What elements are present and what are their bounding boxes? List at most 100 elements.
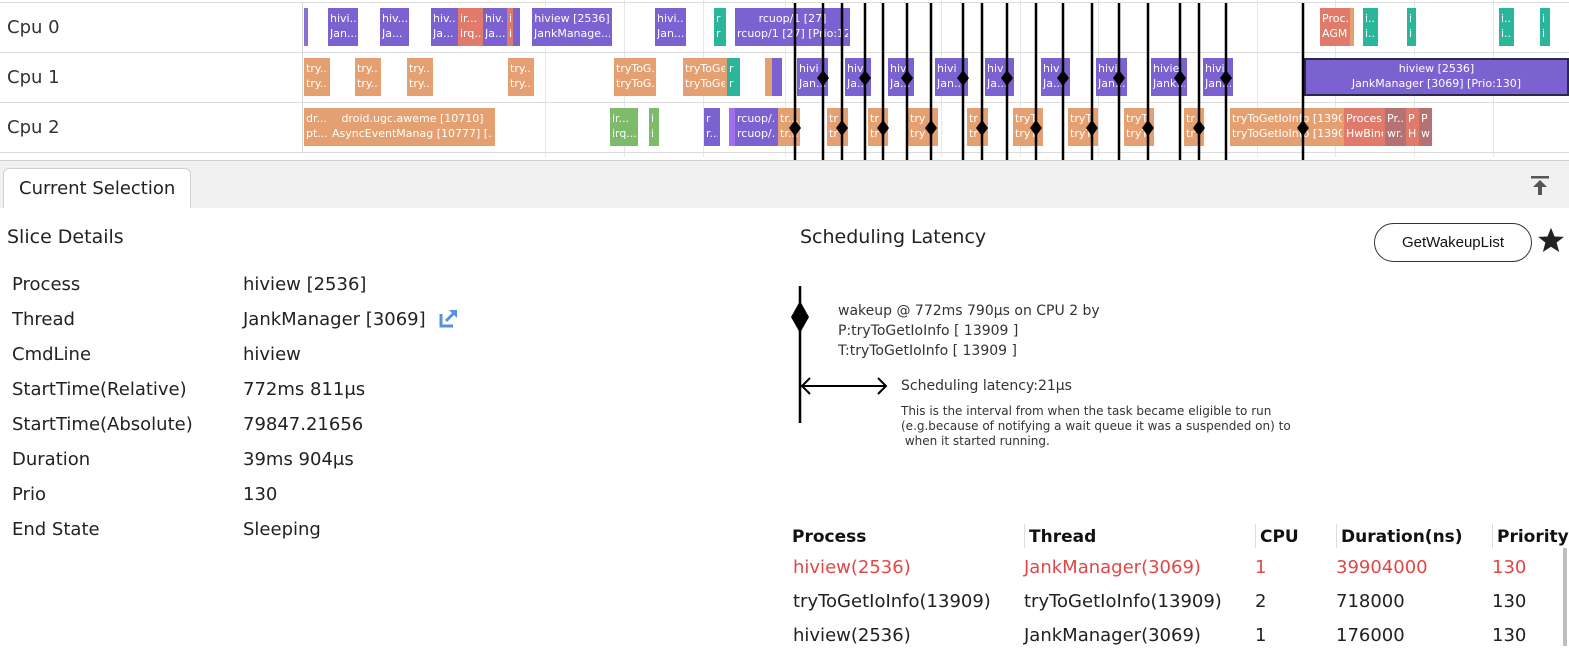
thread-slice[interactable]: rcuop/...rcuop/... <box>735 108 778 146</box>
thread-slice[interactable]: hiv...Ja... <box>483 8 507 46</box>
thread-slice[interactable]: dr...pt... <box>304 108 330 146</box>
cpu-row-0[interactable]: Cpu 0 hivi...Jan...hiv...Ja...hiv...Ja..… <box>0 3 1569 53</box>
slice-thread-label: i <box>1542 27 1546 40</box>
thread-slice[interactable]: hiv...Ja... <box>431 8 458 46</box>
thread-slice[interactable]: droid.ugc.aweme [10710]AsyncEventManag [… <box>330 108 495 146</box>
thread-slice[interactable]: tryToG...tryToG... <box>614 58 656 96</box>
thread-slice[interactable] <box>772 58 782 96</box>
thread-slice[interactable]: hivi...Jan... <box>328 8 358 46</box>
external-link-icon[interactable] <box>439 305 459 340</box>
thread-slice[interactable] <box>729 108 735 146</box>
column-header-duration[interactable]: Duration(ns) <box>1341 527 1463 547</box>
star-icon[interactable] <box>1537 226 1565 254</box>
cpu-row-2[interactable]: Cpu 2 dr...pt...droid.ugc.aweme [10710]A… <box>0 103 1569 153</box>
slice-process-label: tr <box>969 112 978 125</box>
thread-slice[interactable]: ir...irq... <box>458 8 483 46</box>
column-header-thread[interactable]: Thread <box>1029 527 1097 547</box>
slice-process-label: hivi <box>1205 62 1225 75</box>
collapse-to-top-icon[interactable] <box>1529 173 1551 197</box>
column-resizer[interactable] <box>1024 524 1025 548</box>
column-resizer[interactable] <box>1336 524 1337 548</box>
slice-process-label: r <box>706 112 711 125</box>
slice-process-label: hivi <box>937 62 957 75</box>
thread-slice[interactable]: Pr...wr... <box>1385 108 1406 146</box>
thread-slice[interactable]: hiv...Ja... <box>380 8 409 46</box>
thread-slice[interactable]: Proces... HwBind... <box>1344 108 1385 146</box>
cpu-row-1[interactable]: Cpu 1 try...try...try...try...try...try.… <box>0 53 1569 103</box>
thread-slice[interactable]: tryToGe...tryToGe... <box>683 58 727 96</box>
thread-slice[interactable]: i...i... <box>1499 8 1514 46</box>
slice-thread-label: try... <box>306 77 328 90</box>
thread-slice[interactable]: try...try... <box>355 58 381 96</box>
thread-slice[interactable]: rcuop/1 [27]rcuop/1 [27] [Prio:12... <box>735 8 850 46</box>
column-header-process[interactable]: Process <box>792 527 867 547</box>
slice-process-label: Proces... <box>1346 112 1383 125</box>
table-row[interactable]: hiview(2536) JankManager(3069) 1 176000 … <box>780 619 1569 653</box>
cpu-timeline[interactable]: Cpu 0 hivi...Jan...hiv...Ja...hiv...Ja..… <box>0 0 1569 160</box>
slice-process-label: rcuop/... <box>737 112 776 125</box>
thread-slice[interactable]: tryToGetIoInfo [13909...tryToGetIoInfo [… <box>1230 108 1344 146</box>
thread-slice[interactable]: try...try... <box>508 58 534 96</box>
slice-thread-label: HwBind... <box>1346 127 1383 140</box>
table-scrollbar[interactable] <box>1563 548 1567 646</box>
detail-row-cmdline: CmdLine hiview <box>12 337 772 372</box>
thread-slice[interactable]: ir...irq... <box>610 108 638 146</box>
wakeup-info-line1: wakeup @ 772ms 790μs on CPU 2 by <box>838 303 1100 319</box>
column-resizer[interactable] <box>1255 524 1256 548</box>
thread-slice[interactable]: tr...tr... <box>778 108 800 146</box>
tab-current-selection[interactable]: Current Selection <box>3 168 192 209</box>
slice-process-label: hivi <box>1098 62 1118 75</box>
slice-process-label: try <box>910 112 926 125</box>
slice-process-label: hiv... <box>382 12 407 25</box>
thread-slice[interactable]: Proc...AGM... <box>1320 8 1350 46</box>
thread-slice[interactable]: i...i... <box>1363 8 1378 46</box>
cell-thread: tryToGetIoInfo(13909) <box>1024 591 1222 612</box>
thread-slice[interactable]: hiview [2536]JankManage... <box>532 8 612 46</box>
wakeup-diamond-icon <box>791 301 809 333</box>
cpu-lane[interactable]: try...try...try...try...try...try...try.… <box>304 53 1569 102</box>
thread-slice[interactable] <box>304 8 308 46</box>
get-wakeup-list-button[interactable]: GetWakeupList <box>1374 223 1532 262</box>
cpu-lane[interactable]: dr...pt...droid.ugc.aweme [10710]AsyncEv… <box>304 103 1569 152</box>
column-header-cpu[interactable]: CPU <box>1260 527 1299 547</box>
thread-slice[interactable] <box>513 8 520 46</box>
thread-slice[interactable]: hivi...Jan... <box>655 8 686 46</box>
thread-slice[interactable]: try...try... <box>304 58 330 96</box>
table-row[interactable]: tryToGetIoInfo(13909) tryToGetIoInfo(139… <box>780 585 1569 619</box>
thread-slice[interactable] <box>765 58 772 96</box>
column-header-priority[interactable]: Priority <box>1497 527 1569 547</box>
slice-thread-label: tryT <box>1070 127 1093 140</box>
thread-slice-selected[interactable]: hiview [2536]JankManager [3069] [Prio:13… <box>1304 58 1569 96</box>
column-resizer[interactable] <box>1492 524 1493 548</box>
table-row[interactable]: hiview(2536) JankManager(3069) 1 3990400… <box>780 551 1569 585</box>
thread-slice[interactable] <box>1350 8 1354 46</box>
cpu-lane[interactable]: hivi...Jan...hiv...Ja...hiv...Ja...ir...… <box>304 3 1569 52</box>
thread-slice[interactable]: try...try... <box>407 58 433 96</box>
